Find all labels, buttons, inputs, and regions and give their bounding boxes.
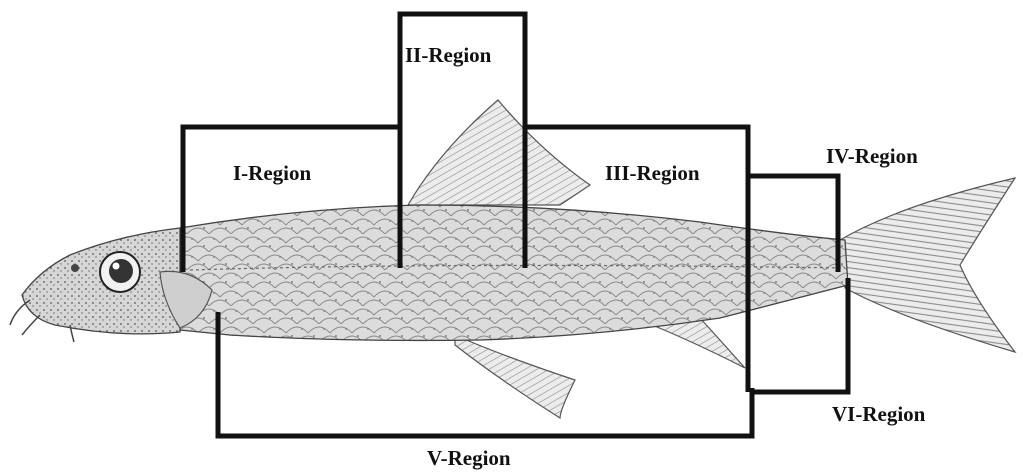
pelvic-fin <box>455 335 575 418</box>
region-label-5: V-Region <box>427 448 511 469</box>
region-label-2: II-Region <box>405 45 491 66</box>
region-label-6: VI-Region <box>832 404 925 425</box>
caudal-fin <box>840 178 1015 352</box>
region-label-4: IV-Region <box>826 146 918 167</box>
fish-head <box>22 228 180 334</box>
region-label-1: I-Region <box>233 163 311 184</box>
dorsal-fin <box>408 100 590 205</box>
region-label-3: III-Region <box>605 163 700 184</box>
barbel <box>22 315 40 335</box>
